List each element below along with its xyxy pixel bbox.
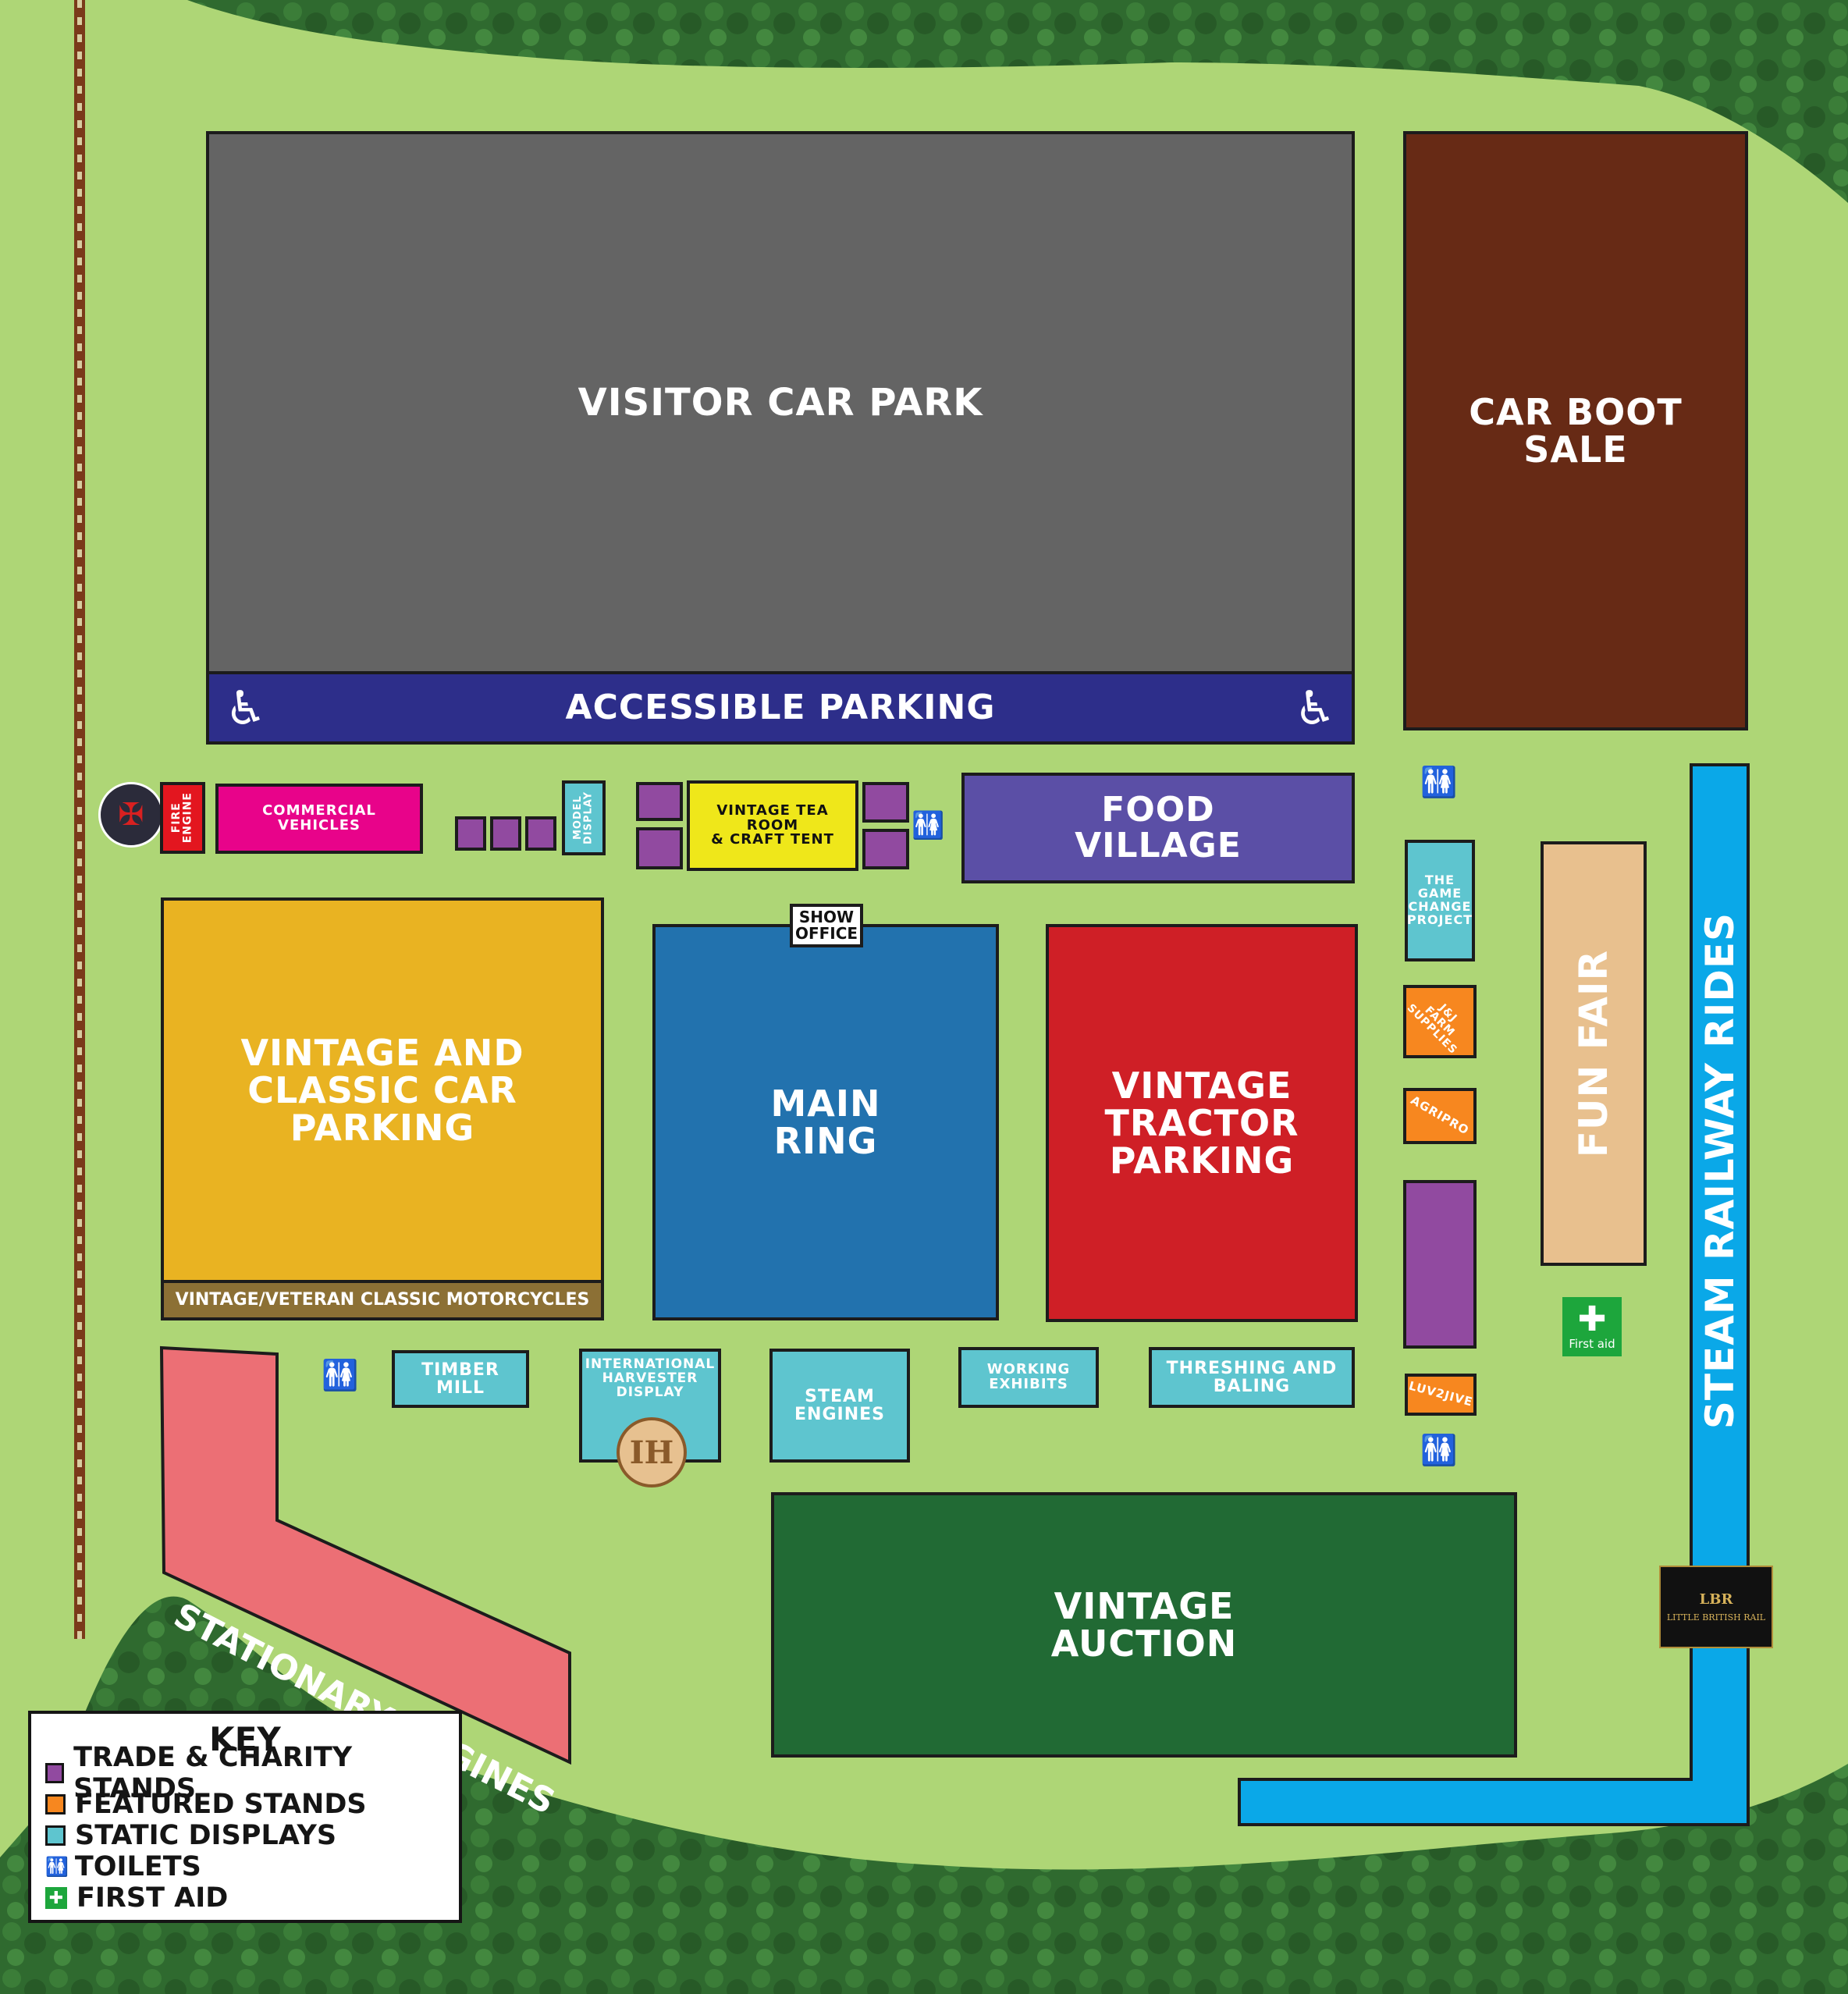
lbr-initials: LBR (1699, 1591, 1733, 1608)
vintage-veteran-motorcycles-label: VINTAGE/VETERAN CLASSIC MOTORCYCLES (175, 1290, 590, 1310)
key-item-label: TRADE & CHARITY STANDS (73, 1742, 353, 1804)
trade-stand (862, 782, 909, 823)
show-office: SHOW OFFICE (790, 904, 863, 947)
main-ring-label: MAIN RING (770, 1082, 881, 1162)
vintage-veteran-motorcycles: VINTAGE/VETERAN CLASSIC MOTORCYCLES (161, 1280, 604, 1320)
luv2jive-label: LUV2JIVE (1407, 1378, 1475, 1409)
little-british-rail-logo: LBR LITTLE BRITISH RAIL (1659, 1566, 1773, 1648)
show-office-label: SHOW OFFICE (794, 908, 858, 943)
trade-stand (862, 829, 909, 869)
ih-logo-icon: IH (617, 1417, 687, 1488)
accessible-parking: ♿ ACCESSIBLE PARKING ♿ (206, 671, 1355, 745)
vintage-tea-room: VINTAGE TEA ROOM & CRAFT TENT (687, 780, 858, 871)
toilets-icon: 🚻 (1420, 1433, 1458, 1467)
first-aid-cross-icon: ✚ (1577, 1299, 1607, 1339)
steam-engines-label: STEAM ENGINES (794, 1386, 885, 1424)
car-boot-sale-label: CAR BOOT SALE (1469, 390, 1683, 471)
toilets-icon: 🚻 (45, 1856, 69, 1878)
lbr-name: LITTLE BRITISH RAIL (1666, 1612, 1766, 1623)
jj-farm-supplies-label: J&J FARM SUPPLIES (1404, 1001, 1460, 1057)
vintage-tractor-parking: VINTAGE TRACTOR PARKING (1046, 924, 1358, 1322)
model-display-label: MODEL DISPLAY (572, 791, 595, 845)
key-item-label: FEATURED STANDS (75, 1789, 367, 1820)
agripro-label: AGRIPRO (1408, 1093, 1473, 1138)
working-exhibits-label: WORKING EXHIBITS (986, 1361, 1071, 1392)
trade-stand (636, 782, 683, 821)
working-exhibits: WORKING EXHIBITS (958, 1347, 1099, 1408)
static-swatch (45, 1825, 66, 1846)
international-harvester-display: INTERNATIONAL HARVESTER DISPLAY (579, 1349, 721, 1463)
toilets-icon: 🚻 (322, 1358, 359, 1392)
key-item-trade: TRADE & CHARITY STANDS (45, 1742, 445, 1804)
threshing-and-baling-label: THRESHING AND BALING (1166, 1358, 1338, 1396)
stationary-engines-area (159, 1345, 571, 1765)
timber-mill-label: TIMBER MILL (421, 1360, 499, 1398)
vintage-classic-car-parking-label: VINTAGE AND CLASSIC CAR PARKING (240, 1031, 524, 1150)
featured-swatch (45, 1794, 66, 1815)
timber-mill: TIMBER MILL (392, 1350, 529, 1408)
accessible-parking-label: ACCESSIBLE PARKING (565, 687, 996, 727)
food-village: FOOD VILLAGE (961, 773, 1355, 883)
steam-engines: STEAM ENGINES (769, 1349, 910, 1463)
first-aid-label: First aid (1569, 1337, 1615, 1351)
visitor-car-park-label: VISITOR CAR PARK (578, 380, 983, 425)
fire-engine-label: FIRE ENGINE (170, 792, 194, 844)
food-village-label: FOOD VILLAGE (1075, 789, 1242, 865)
steam-railway-track (1238, 763, 1750, 1826)
first-aid-icon: ✚ (45, 1887, 67, 1909)
woodland-bottom (0, 1596, 1848, 1994)
key-title: KEY (209, 1720, 281, 1758)
key-item-label: FIRST AID (76, 1882, 229, 1914)
vintage-tractor-parking-label: VINTAGE TRACTOR PARKING (1104, 1064, 1299, 1182)
key-item-static: STATIC DISPLAYS (45, 1820, 445, 1851)
vintage-tea-room-label: VINTAGE TEA ROOM & CRAFT TENT (711, 802, 834, 848)
toilets-icon: 🚻 (1420, 765, 1458, 799)
luv2jive: LUV2JIVE (1405, 1374, 1477, 1416)
woodland-top (187, 0, 1848, 203)
commercial-vehicles: COMMERCIAL VEHICLES (215, 784, 423, 854)
agripro: AGRIPRO (1403, 1088, 1477, 1144)
main-ring: MAIN RING (652, 924, 999, 1320)
threshing-and-baling: THRESHING AND BALING (1149, 1347, 1355, 1408)
steam-railway-rides: STEAM RAILWAY RIDES (1691, 780, 1748, 1561)
fire-service-crest-icon: ✠ (98, 782, 164, 848)
key-item-toilets: 🚻 TOILETS (45, 1851, 445, 1882)
visitor-car-park: VISITOR CAR PARK (206, 131, 1355, 674)
trade-stand (1403, 1180, 1477, 1349)
trade-stand (455, 816, 486, 851)
key-item-first-aid: ✚ FIRST AID (45, 1882, 445, 1914)
trade-swatch (45, 1763, 65, 1783)
car-boot-sale: CAR BOOT SALE (1403, 131, 1748, 730)
international-harvester-label: INTERNATIONAL HARVESTER DISPLAY (585, 1356, 716, 1400)
trade-stand (636, 827, 683, 869)
vintage-classic-car-parking: VINTAGE AND CLASSIC CAR PARKING (161, 897, 604, 1283)
fun-fair-label: FUN FAIR (1570, 949, 1616, 1158)
key-item-label: TOILETS (74, 1851, 201, 1882)
vintage-auction: VINTAGE AUCTION (771, 1492, 1517, 1758)
commercial-vehicles-label: COMMERCIAL VEHICLES (262, 802, 376, 833)
game-change-project: THE GAME CHANGE PROJECT (1405, 840, 1475, 961)
wheelchair-icon: ♿ (225, 681, 267, 736)
first-aid-sign: ✚ First aid (1562, 1297, 1622, 1356)
vintage-auction-label: VINTAGE AUCTION (1050, 1584, 1238, 1665)
key-item-featured: FEATURED STANDS (45, 1789, 445, 1820)
trade-stand (490, 816, 521, 851)
fire-engine: FIRE ENGINE (160, 782, 205, 854)
key-item-label: STATIC DISPLAYS (75, 1820, 337, 1851)
steam-railway-rides-label: STEAM RAILWAY RIDES (1697, 912, 1743, 1430)
game-change-project-label: THE GAME CHANGE PROJECT (1406, 873, 1473, 927)
fun-fair: FUN FAIR (1541, 841, 1647, 1266)
trade-stand (525, 816, 556, 851)
toilets-icon: 🚻 (912, 810, 945, 841)
wheelchair-icon: ♿ (1294, 681, 1336, 736)
jj-farm-supplies: J&J FARM SUPPLIES (1403, 985, 1477, 1058)
map-key: KEY TRADE & CHARITY STANDS FEATURED STAN… (28, 1711, 462, 1923)
model-display: MODEL DISPLAY (562, 780, 606, 855)
